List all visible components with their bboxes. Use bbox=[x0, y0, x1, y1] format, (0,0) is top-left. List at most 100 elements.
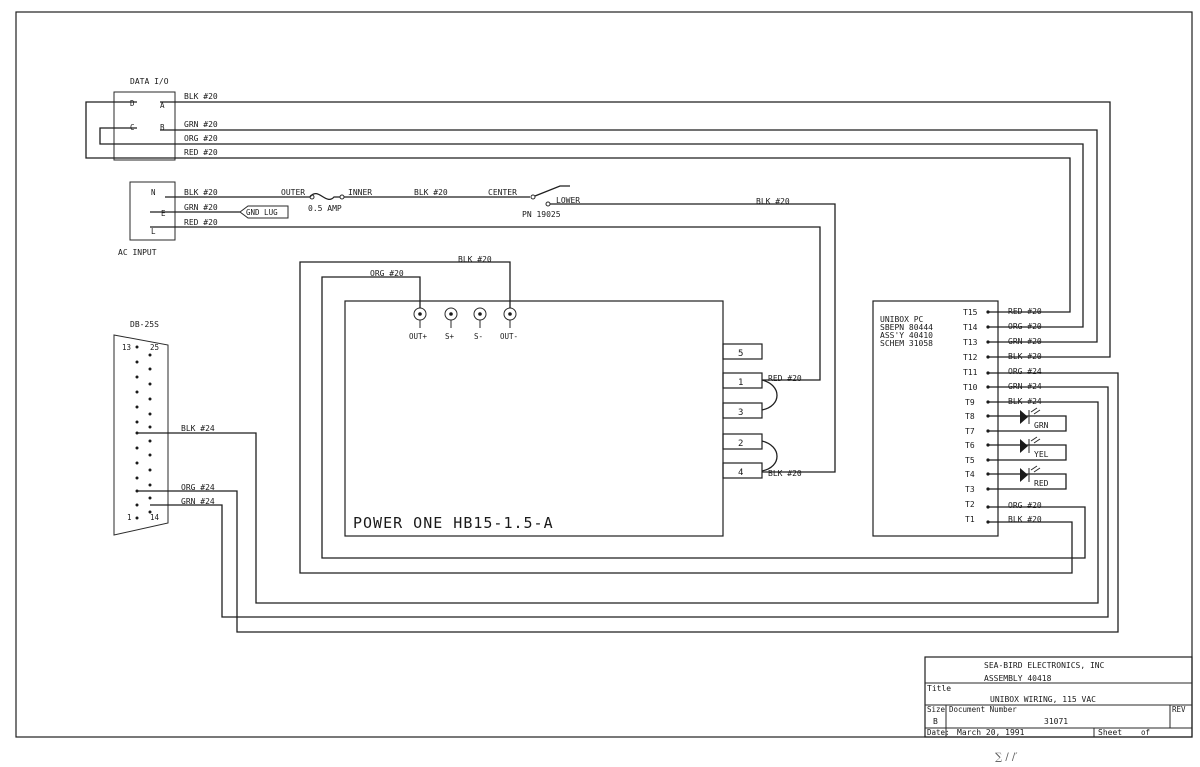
svg-text:T5: T5 bbox=[965, 456, 975, 465]
svg-text:3: 3 bbox=[738, 408, 743, 418]
svg-text:T7: T7 bbox=[965, 427, 975, 436]
svg-text:YEL: YEL bbox=[1034, 450, 1049, 459]
fuse-inner-label: INNER bbox=[348, 188, 372, 197]
unibox-line-4: SCHEM 31058 bbox=[880, 339, 933, 348]
wire-data-grn20 bbox=[160, 129, 1098, 343]
sheet-border bbox=[15, 11, 1193, 738]
db25-wire-label-grn: GRN #24 bbox=[181, 497, 215, 506]
svg-text:T8: T8 bbox=[965, 412, 975, 421]
db25-connector: DB-25S 13 25 1 14 bbox=[113, 320, 169, 536]
unibox-wire-t11: ORG #24 bbox=[1008, 367, 1042, 376]
unibox-line-2: SBEPN 80444 bbox=[880, 323, 933, 332]
unibox-wire-t12: BLK #20 bbox=[1008, 352, 1042, 361]
fuse-outer-label: OUTER bbox=[281, 188, 305, 197]
data-io-pin-b: B bbox=[160, 123, 165, 132]
led-yellow: YEL bbox=[988, 436, 1067, 461]
ac-wire-label-blk: BLK #20 bbox=[184, 188, 218, 197]
gnd-lug-label: GND LUG bbox=[246, 208, 278, 217]
unibox-wire-t1: BLK #20 bbox=[1008, 515, 1042, 524]
wire-data-blk20 bbox=[160, 101, 1111, 358]
power-one-box bbox=[344, 300, 724, 537]
unibox-terminals: T15 T14 T13 T12 T11 T10 T9 T8 T7 T6 T5 T… bbox=[963, 308, 978, 524]
psu-pin-3 bbox=[722, 402, 763, 419]
psu-pin-5 bbox=[722, 343, 763, 360]
gnd-lug-box bbox=[239, 205, 289, 219]
unibox-line-1: UNIBOX PC bbox=[880, 315, 924, 324]
svg-text:T10: T10 bbox=[963, 383, 978, 392]
led-red: RED bbox=[988, 465, 1067, 490]
switch-lower-label: LOWER bbox=[556, 196, 580, 205]
unibox-wire-t2: ORG #20 bbox=[1008, 501, 1042, 510]
wire-ac-red bbox=[150, 226, 821, 381]
svg-text:GRN: GRN bbox=[1034, 421, 1049, 430]
wire-switch-blk bbox=[550, 203, 836, 473]
ac-wire-label-grn: GRN #20 bbox=[184, 203, 218, 212]
unibox-box bbox=[872, 300, 999, 537]
db25-title: DB-25S bbox=[130, 320, 159, 329]
unibox-line-3: ASS'Y 40410 bbox=[880, 331, 933, 340]
sheet-label: Sheet bbox=[1098, 728, 1122, 737]
svg-text:T9: T9 bbox=[965, 398, 975, 407]
docnum-value: 31071 bbox=[1044, 717, 1068, 726]
wire-db25-blk24 bbox=[137, 401, 1099, 604]
data-io-pin-a: A bbox=[160, 101, 165, 110]
title-assembly: ASSEMBLY 40418 bbox=[984, 674, 1052, 683]
svg-text:5: 5 bbox=[738, 349, 743, 359]
ac-wire-label-red: RED #20 bbox=[184, 218, 218, 227]
svg-text:2: 2 bbox=[738, 439, 743, 449]
data-wire-label-blk: BLK #20 bbox=[184, 92, 218, 101]
psu-wire-label-org: ORG #20 bbox=[370, 269, 404, 278]
svg-text:T4: T4 bbox=[965, 470, 975, 479]
svg-text:T11: T11 bbox=[963, 368, 978, 377]
svg-text:T14: T14 bbox=[963, 323, 978, 332]
ac-pin-l: L bbox=[151, 227, 156, 236]
data-io-pin-d: D bbox=[130, 99, 135, 108]
ac-pin-n: N bbox=[151, 188, 156, 197]
ac-input-title: AC INPUT bbox=[118, 248, 157, 257]
led-yellow-icon bbox=[1020, 439, 1028, 453]
db25-pin-13: 13 bbox=[122, 343, 131, 352]
db25-pin-1: 1 bbox=[127, 513, 132, 522]
ac-input-connector: N E L AC INPUT bbox=[118, 181, 176, 257]
unibox-wire-t14: ORG #20 bbox=[1008, 322, 1042, 331]
date-label: Date: bbox=[927, 728, 950, 737]
svg-text:T13: T13 bbox=[963, 338, 978, 347]
power-terminals: OUT+ S+ S- OUT- bbox=[409, 307, 518, 341]
title-label: Title bbox=[927, 684, 951, 693]
wire-db25-org24 bbox=[137, 372, 1119, 633]
svg-text:T6: T6 bbox=[965, 441, 975, 450]
ac-pin-e: E bbox=[161, 209, 166, 218]
data-wire-label-grn: GRN #20 bbox=[184, 120, 218, 129]
wire-db25-grn24 bbox=[150, 386, 1109, 618]
wire-psu-blk20 bbox=[299, 261, 1073, 574]
svg-text:RED: RED bbox=[1034, 479, 1049, 488]
fuse-rating-label: 0.5 AMP bbox=[308, 204, 342, 213]
switch-pn-label: PN 19025 bbox=[522, 210, 561, 219]
size-label: Size bbox=[927, 705, 946, 714]
size-value: B bbox=[933, 717, 938, 726]
unibox-wire-t13: GRN #20 bbox=[1008, 337, 1042, 346]
data-wire-label-red: RED #20 bbox=[184, 148, 218, 157]
terminal-label-out-plus: OUT+ bbox=[409, 332, 428, 341]
data-wire-label-org: ORG #20 bbox=[184, 134, 218, 143]
power-one-name: POWER ONE HB15-1.5-A bbox=[353, 514, 554, 532]
switch-center-contact bbox=[530, 194, 536, 200]
svg-text:T2: T2 bbox=[965, 500, 975, 509]
led-green: GRN bbox=[988, 407, 1067, 432]
psu-wire-label-blk: BLK #20 bbox=[458, 255, 492, 264]
svg-text:T12: T12 bbox=[963, 353, 978, 362]
svg-text:T1: T1 bbox=[965, 515, 975, 524]
switch-arm bbox=[534, 185, 570, 197]
svg-text:4: 4 bbox=[738, 468, 743, 478]
of-label: of bbox=[1141, 728, 1150, 737]
signature-scribble: ∑ / /′ bbox=[995, 752, 1018, 763]
title-block: SEA-BIRD ELECTRONICS, INC ASSEMBLY 40418… bbox=[924, 656, 1193, 738]
led-red-icon bbox=[1020, 468, 1028, 482]
switch-center-label: CENTER bbox=[488, 188, 517, 197]
title-company: SEA-BIRD ELECTRONICS, INC bbox=[984, 661, 1105, 670]
data-io-connector: DATA I/O D A C B bbox=[113, 77, 176, 161]
unibox-wire-t10: GRN #24 bbox=[1008, 382, 1042, 391]
wire-data-org20 bbox=[99, 127, 1084, 328]
wire-data-red20 bbox=[85, 101, 1071, 313]
